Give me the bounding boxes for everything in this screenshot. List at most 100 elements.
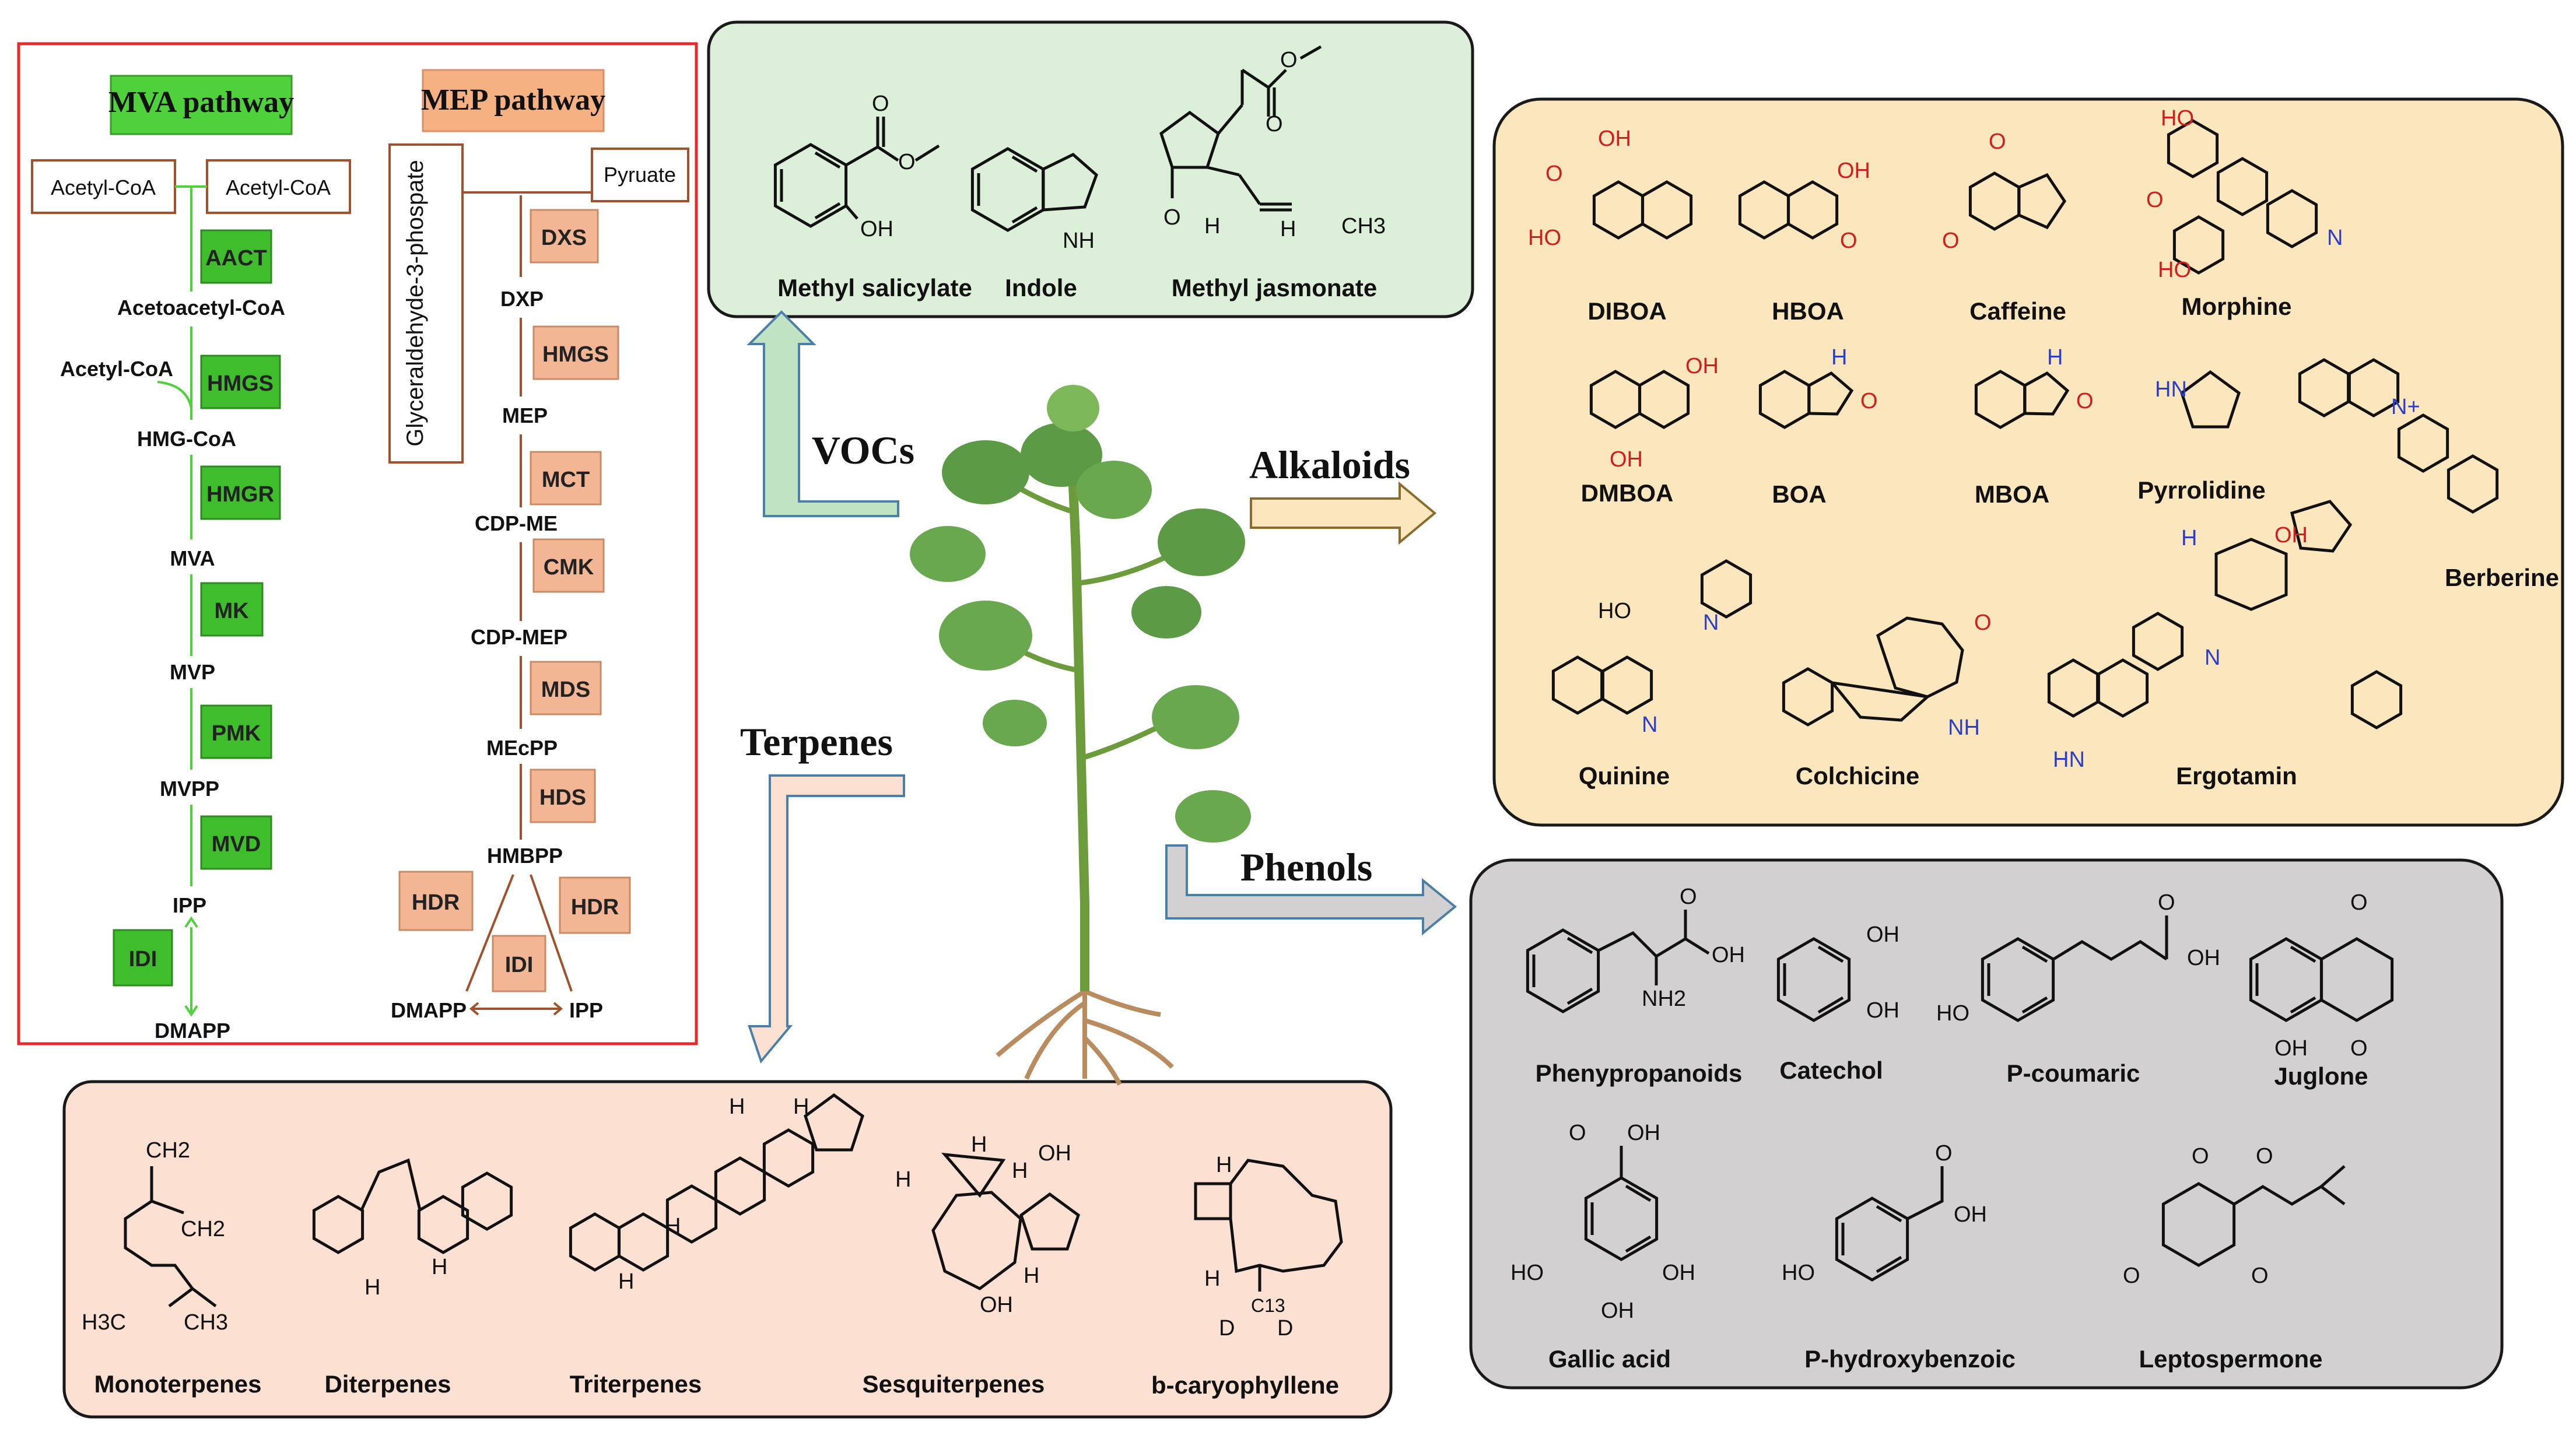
enzyme-aact-box — [200, 229, 272, 284]
compound-ergotamin: Ergotamin — [2176, 762, 2297, 790]
atom-h3c: H3C — [82, 1310, 126, 1335]
phenylpropanoid-structure: O OH NH2 — [1527, 885, 1745, 1012]
plant-leaf — [1131, 586, 1201, 638]
acetyl-coa-2: Acetyl-CoA — [226, 176, 331, 199]
atom-o: O — [1266, 112, 1283, 136]
compound-boa: BOA — [1772, 480, 1826, 508]
atom-o: O — [1935, 1141, 1953, 1166]
methyl-salicylate-structure: O O OH — [775, 92, 940, 241]
metabolite-dxp: DXP — [500, 287, 544, 311]
mva-header — [110, 75, 293, 135]
enzyme-hmgs-mep: HMGS — [542, 342, 609, 367]
atom-n: N — [1703, 611, 1719, 635]
atom-o: O — [898, 150, 916, 174]
enzyme-hds: HDS — [539, 785, 586, 810]
mva-title: MVA pathway — [108, 86, 294, 119]
atom-oh: OH — [1685, 354, 1719, 378]
metabolite-ipp-mva: IPP — [173, 893, 206, 917]
atom-d: D — [1219, 1316, 1235, 1341]
atom-o: O — [1989, 129, 2006, 154]
mep-enzymes: DXS HMGS MCT CMK MDS HDS HDR HDR IDI — [398, 209, 631, 992]
compound-gallic-acid: Gallic acid — [1548, 1345, 1671, 1373]
mep-arrows — [465, 195, 573, 1016]
gallic-acid-structure: O OH HO OH OH — [1510, 1121, 1695, 1323]
atom-h: H — [1216, 1153, 1232, 1177]
plant-leaf — [1158, 508, 1245, 576]
compound-caffeine: Caffeine — [1969, 297, 2066, 325]
atom-oh: OH — [860, 217, 893, 241]
atom-ch3: CH3 — [184, 1310, 228, 1335]
enzyme-mvd: MVD — [212, 832, 261, 857]
enzyme-pmk: PMK — [212, 721, 261, 746]
atom-ho: HO — [2161, 106, 2194, 131]
plant-leaf — [1021, 423, 1102, 487]
pyrrolidine-structure: HN — [2155, 372, 2239, 427]
enzyme-hmgr-box — [200, 465, 281, 520]
atom-o: O — [2251, 1264, 2269, 1288]
compound-methyl-salicylate: Methyl salicylate — [777, 274, 972, 301]
metabolite-hmg-coa: HMG-CoA — [137, 427, 236, 451]
metabolite-acetoacetyl-coa: Acetoacetyl-CoA — [117, 296, 285, 320]
catechol-structure: OH OH — [1778, 922, 1899, 1023]
atom-oh: OH — [1601, 1299, 1634, 1323]
category-terpenes: Terpenes — [740, 720, 893, 764]
compound-phenypropanoids: Phenypropanoids — [1536, 1059, 1743, 1087]
atom-n: N — [2327, 226, 2343, 250]
atom-h: H — [1280, 217, 1296, 241]
enzyme-mct-box — [530, 451, 602, 506]
atom-oh: OH — [1038, 1141, 1071, 1166]
plant-leaf — [1076, 461, 1152, 519]
juglone-structure: O OH O — [2251, 890, 2392, 1061]
atom-ch2: CH2 — [181, 1217, 225, 1241]
atom-ho: HO — [1936, 1001, 1969, 1026]
sesquiterpene-structure: H H OH H H OH — [895, 1132, 1078, 1317]
atom-oh: OH — [1598, 127, 1631, 151]
leptospermone-structure: O O O O — [2123, 1144, 2346, 1288]
metabolite-hmbpp: HMBPP — [487, 844, 563, 868]
metabolite-cdp-mep: CDP-MEP — [471, 625, 567, 649]
atom-ho: HO — [1782, 1261, 1815, 1285]
atom-oh: OH — [2187, 946, 2220, 970]
mep-metabolites: DXP MEP CDP-ME CDP-MEP MEcPP HMBPP DMAPP… — [391, 287, 603, 1022]
glyceraldehyde-box — [388, 143, 464, 464]
enzyme-idi-mva-box — [113, 929, 173, 987]
atom-ho: HO — [2158, 258, 2191, 282]
enzyme-cmk-box — [532, 538, 605, 593]
atom-oh: OH — [1610, 447, 1643, 472]
metabolite-ipp-mep: IPP — [569, 998, 603, 1022]
compound-hboa: HBOA — [1772, 297, 1844, 325]
metabolite-mvpp: MVPP — [160, 777, 219, 801]
atom-h: H — [618, 1269, 634, 1294]
category-alkaloids: Alkaloids — [1249, 443, 1410, 487]
atom-nh: NH — [1948, 715, 1980, 740]
plant-branches — [1001, 476, 1174, 761]
enzyme-mk-box — [200, 582, 264, 637]
compound-quinine: Quinine — [1579, 762, 1670, 790]
atom-o: O — [2146, 188, 2164, 212]
atom-nh: NH — [1063, 229, 1095, 253]
enzyme-hds-box — [530, 769, 596, 823]
atom-oh: OH — [1954, 1202, 1987, 1227]
dmboa-structure: OH OH — [1591, 354, 1719, 472]
atom-n: N — [2205, 645, 2220, 670]
compound-p-hydroxybenzoic: P-hydroxybenzoic — [1804, 1345, 2016, 1373]
compound-indole: Indole — [1005, 274, 1077, 301]
colchicine-structure: O NH — [1783, 611, 1992, 740]
atom-o: O — [1163, 205, 1181, 230]
plant-stem — [1066, 431, 1089, 991]
vocs-arrow — [746, 310, 899, 517]
p-hydroxybenzoic-structure: O OH HO — [1782, 1141, 1987, 1285]
plant-leaf — [910, 526, 986, 582]
atom-o: O — [2158, 890, 2175, 915]
atom-h: H — [895, 1167, 911, 1192]
atom-o: O — [2192, 1144, 2209, 1169]
compound-b-caryophyllene: b-caryophyllene — [1151, 1371, 1339, 1399]
atom-o: O — [1569, 1121, 1586, 1145]
alkaloids-panel — [1492, 97, 2564, 827]
compound-methyl-jasmonate: Methyl jasmonate — [1172, 274, 1377, 301]
compound-diboa: DIBOA — [1587, 297, 1666, 325]
enzyme-hdr-left-box — [398, 871, 474, 931]
atom-c13: C13 — [1251, 1295, 1285, 1316]
terpenes-arrow — [748, 774, 905, 1064]
